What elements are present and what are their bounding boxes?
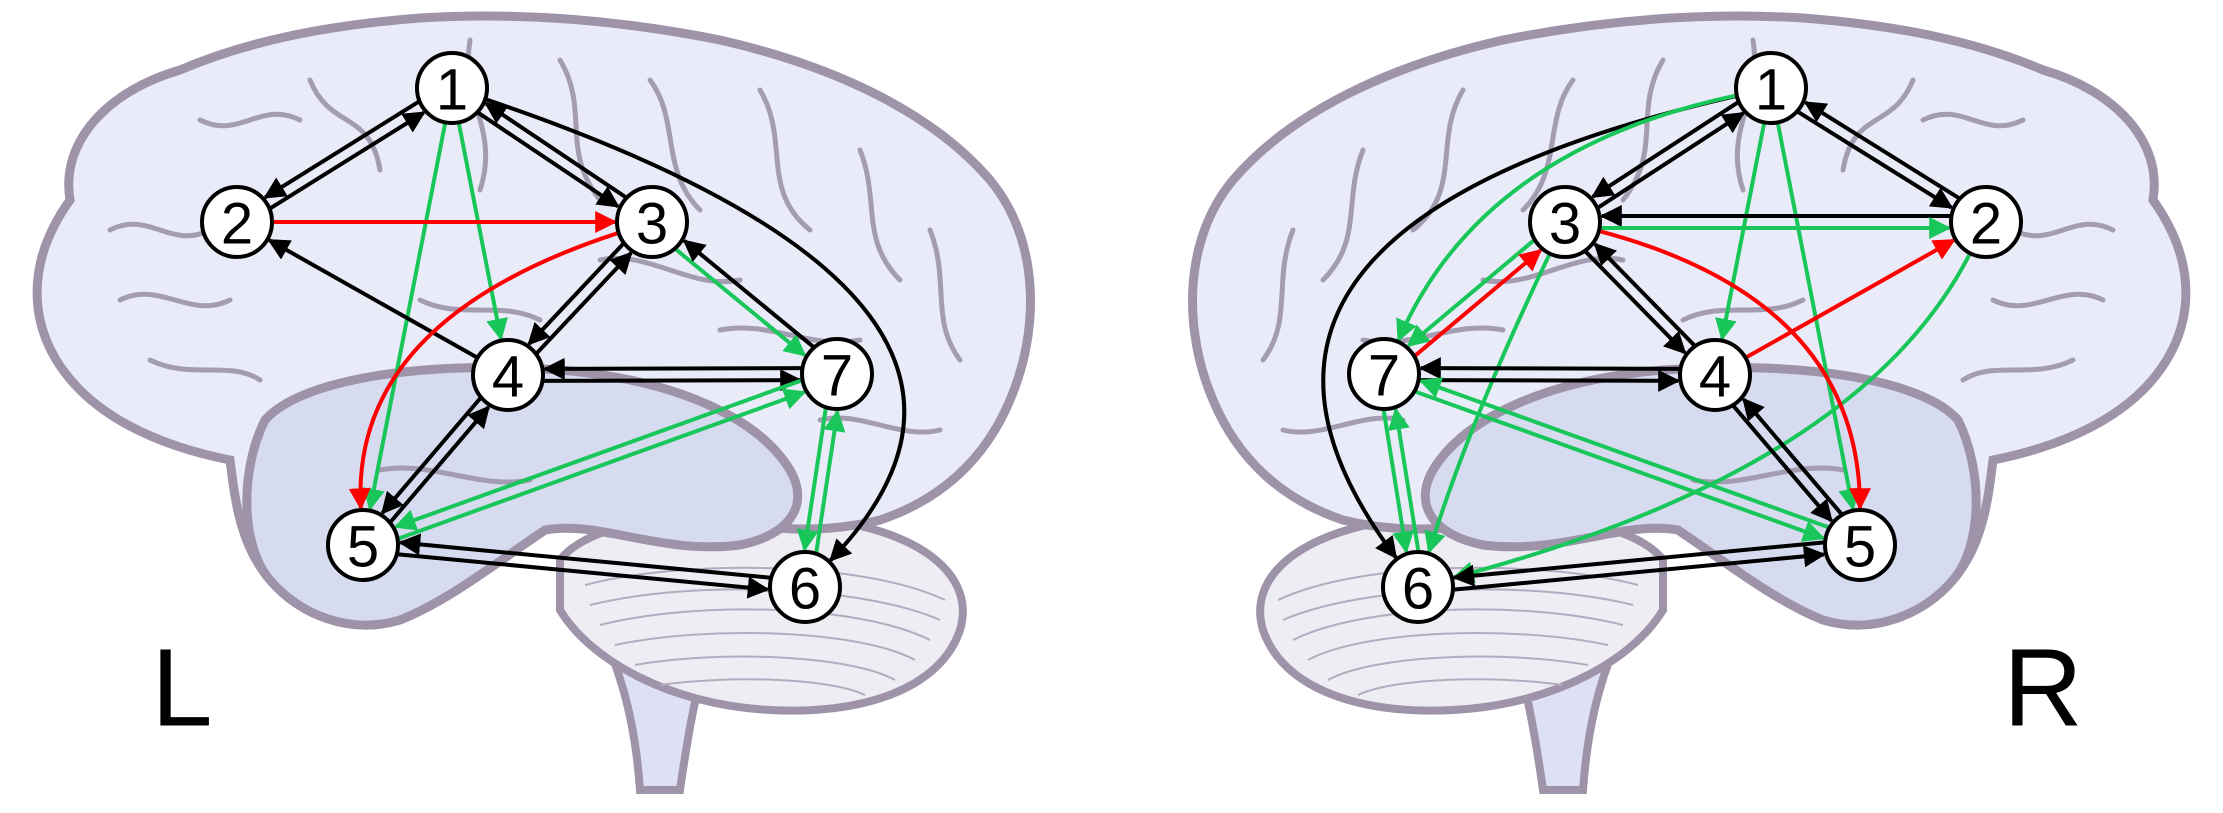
right-node-4: 4 (1678, 338, 1752, 412)
right-edge-3-to-7 (1406, 238, 1536, 348)
right-node-3: 3 (1528, 185, 1602, 259)
left-edge-7-to-6 (796, 407, 828, 552)
right-node-3-label: 3 (1549, 192, 1581, 257)
left-node-3-circle (615, 185, 689, 259)
left-edge-7-to-5 (393, 378, 803, 531)
left-edge-7-to-4 (542, 357, 802, 380)
left-node-1-circle (415, 51, 489, 125)
left-edge-6-to-7 (814, 409, 846, 554)
right-edge-7-to-6 (1381, 409, 1414, 554)
right-edge-6-to-7 (1388, 407, 1421, 552)
right-edge-3-to-4 (1583, 249, 1687, 355)
right-hemisphere-label: R (2003, 627, 2082, 750)
left-edge-3-to-5 (348, 230, 620, 511)
left-edge-4-to-7 (543, 369, 803, 392)
right-edge-5-to-7 (1418, 377, 1830, 530)
right-node-2: 2 (1949, 185, 2023, 259)
left-edge-1-to-6 (484, 97, 907, 562)
right-node-4-circle (1678, 338, 1752, 412)
left-edge-4-to-3 (534, 251, 633, 355)
right-edge-3-to-1 (1596, 111, 1746, 210)
right-node-3-circle (1528, 185, 1602, 259)
left-node-6: 6 (768, 550, 842, 624)
right-node-7-label: 7 (1368, 344, 1400, 409)
right-edge-1-to-5 (1775, 121, 1860, 511)
left-edge-1-to-5 (363, 121, 448, 511)
right-node-6: 6 (1381, 550, 1455, 624)
left-edge-3-to-1 (484, 101, 628, 200)
right-edge-1-to-6 (1321, 93, 1738, 560)
right-edge-2-to-1 (1803, 100, 1961, 201)
left-node-7-circle (800, 337, 874, 411)
left-node-2: 2 (200, 185, 274, 259)
left-edge-4-to-2 (267, 238, 479, 360)
connection-arrows (263, 93, 1972, 599)
left-node-1: 1 (415, 51, 489, 125)
right-edge-4-to-3 (1593, 242, 1697, 348)
left-node-5: 5 (326, 508, 400, 582)
right-edge-7-to-3 (1413, 248, 1543, 358)
right-edge-1-to-3 (1590, 100, 1740, 199)
left-edge-5-to-6 (397, 552, 770, 599)
right-node-7: 7 (1347, 337, 1421, 411)
left-node-5-circle (326, 508, 400, 582)
left-edge-3-to-7 (673, 247, 807, 357)
right-edge-1-to-7 (1396, 93, 1738, 343)
right-edge-4-to-7 (1418, 357, 1681, 380)
right-edge-4-to-2 (1744, 238, 1956, 360)
left-node-4: 4 (471, 338, 545, 412)
left-node-7-label: 7 (821, 344, 853, 409)
left-sulci (107, 37, 963, 485)
left-node-2-label: 2 (221, 192, 253, 257)
right-node-2-circle (1949, 185, 2023, 259)
left-edge-7-to-3 (682, 239, 816, 349)
right-node-6-circle (1381, 550, 1455, 624)
right-edge-5-to-4 (1742, 397, 1844, 516)
right-edge-3-to-5 (1598, 229, 1871, 511)
left-edge-1-to-3 (476, 110, 620, 209)
right-node-1-label: 1 (1755, 58, 1787, 123)
left-node-5-label: 5 (347, 515, 379, 580)
left-node-3-label: 3 (636, 192, 668, 257)
right-node-5-circle (1823, 508, 1897, 582)
region-nodes: 1 2 3 4 5 6 7 1 2 3 4 5 6 7 (200, 51, 2023, 624)
right-edge-6-to-5 (1453, 545, 1826, 592)
left-node-3: 3 (615, 185, 689, 259)
left-node-7: 7 (800, 337, 874, 411)
right-node-5: 5 (1823, 508, 1897, 582)
left-edge-3-to-4 (527, 242, 626, 346)
left-edge-1-to-2 (263, 99, 421, 200)
right-edge-3-to-6 (1424, 252, 1552, 554)
left-edge-4-to-5 (380, 396, 483, 515)
right-sulci (1260, 37, 2116, 485)
left-edge-6-to-5 (398, 533, 771, 580)
right-node-2-label: 2 (1970, 192, 2002, 257)
right-node-1: 1 (1734, 51, 1808, 125)
left-edge-5-to-4 (388, 405, 491, 524)
right-edge-2-to-6 (1451, 252, 1972, 584)
right-node-7-circle (1347, 337, 1421, 411)
right-edge-5-to-6 (1452, 540, 1825, 587)
right-node-5-label: 5 (1844, 515, 1876, 580)
left-edge-2-to-1 (268, 110, 426, 211)
left-node-4-label: 4 (492, 345, 524, 410)
left-node-2-circle (200, 185, 274, 259)
left-node-6-circle (768, 550, 842, 624)
right-node-4-label: 4 (1699, 345, 1731, 410)
right-node-6-label: 6 (1402, 557, 1434, 622)
left-edge-1-to-4 (456, 121, 508, 341)
right-edge-1-to-2 (1796, 109, 1954, 210)
right-edge-4-to-5 (1731, 404, 1833, 523)
left-node-6-label: 6 (789, 557, 821, 622)
right-node-1-circle (1734, 51, 1808, 125)
left-node-1-label: 1 (436, 58, 468, 123)
right-edge-7-to-5 (1414, 389, 1826, 542)
right-edge-7-to-4 (1418, 369, 1681, 392)
left-node-4-circle (471, 338, 545, 412)
right-edge-1-to-4 (1715, 121, 1767, 341)
left-edge-5-to-7 (397, 388, 807, 541)
left-hemisphere-label: L (151, 627, 212, 750)
